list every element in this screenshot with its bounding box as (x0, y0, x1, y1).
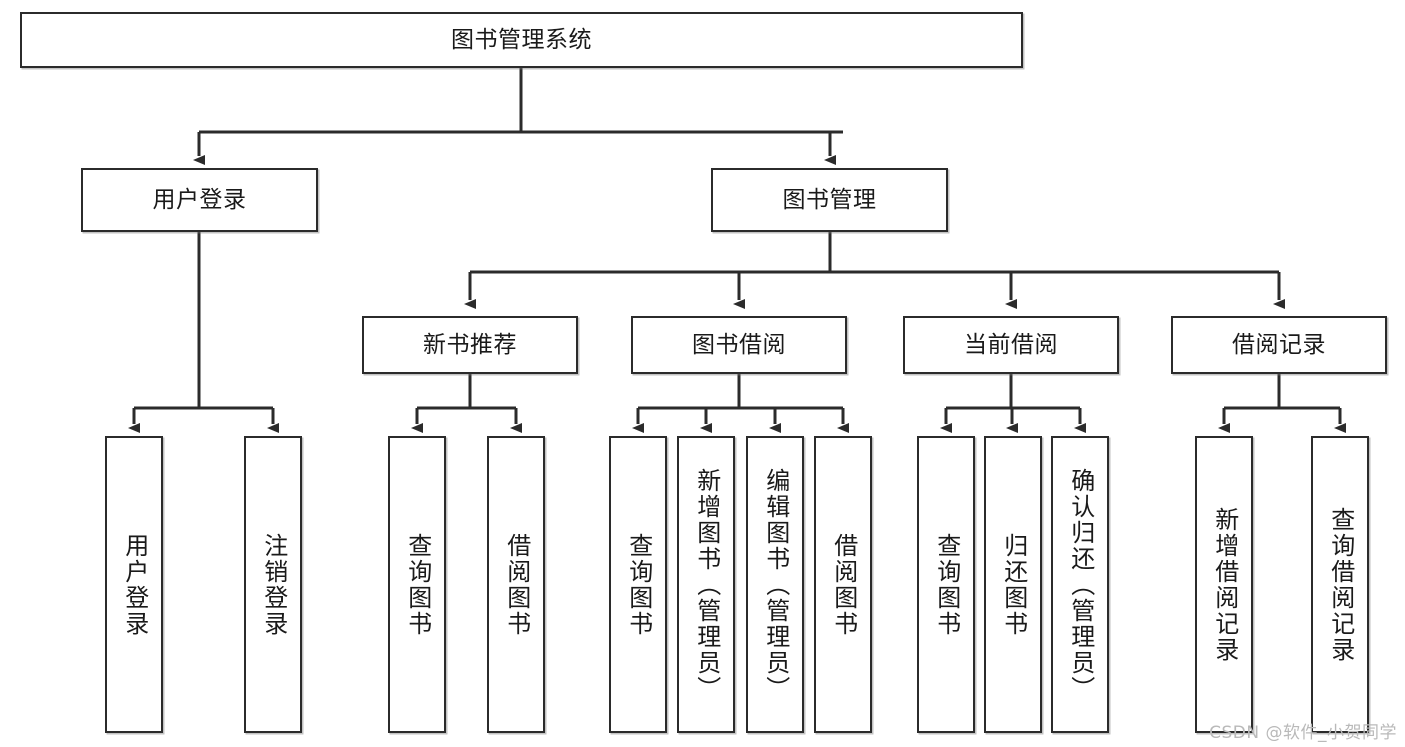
node-root-label: 图书管理系统 (451, 26, 592, 53)
node-user-login-label: 用户登录 (152, 186, 247, 213)
node-book-manage-label: 图书管理 (782, 186, 877, 213)
node-book-borrow: 图书借阅 (631, 316, 847, 374)
leaf-recommend-query-book: 查询图书 (388, 436, 446, 733)
leaf-user-login: 用户登录 (105, 436, 163, 733)
node-current-borrow: 当前借阅 (903, 316, 1119, 374)
leaf-current-query-book: 查询图书 (917, 436, 975, 733)
leaf-record-add-record-label: 新增借阅记录 (1210, 506, 1239, 663)
node-new-book-recommend-label: 新书推荐 (423, 331, 517, 358)
node-borrow-record: 借阅记录 (1171, 316, 1387, 374)
node-new-book-recommend: 新书推荐 (362, 316, 578, 374)
leaf-user-logout: 注销登录 (244, 436, 302, 733)
leaf-record-query-record: 查询借阅记录 (1311, 436, 1369, 733)
node-borrow-record-label: 借阅记录 (1232, 331, 1326, 358)
leaf-borrow-edit-book-label: 编辑图书（管理员） (761, 467, 790, 702)
leaf-borrow-add-book: 新增图书（管理员） (677, 436, 735, 733)
leaf-current-query-book-label: 查询图书 (932, 532, 961, 637)
leaf-recommend-query-book-label: 查询图书 (403, 532, 432, 637)
leaf-record-add-record: 新增借阅记录 (1195, 436, 1253, 733)
leaf-current-return-book-label: 归还图书 (999, 532, 1028, 637)
node-user-login: 用户登录 (81, 168, 318, 232)
leaf-borrow-add-book-label: 新增图书（管理员） (692, 467, 721, 702)
leaf-recommend-borrow-book-label: 借阅图书 (502, 532, 531, 637)
node-book-manage: 图书管理 (711, 168, 948, 232)
node-book-borrow-label: 图书借阅 (692, 331, 786, 358)
leaf-borrow-query-book-label: 查询图书 (624, 532, 653, 637)
leaf-record-query-record-label: 查询借阅记录 (1326, 506, 1355, 663)
leaf-current-confirm-return: 确认归还（管理员） (1051, 436, 1109, 733)
leaf-recommend-borrow-book: 借阅图书 (487, 436, 545, 733)
leaf-user-login-label: 用户登录 (120, 532, 149, 637)
leaf-borrow-query-book: 查询图书 (609, 436, 667, 733)
leaf-borrow-borrow-book: 借阅图书 (814, 436, 872, 733)
leaf-current-return-book: 归还图书 (984, 436, 1042, 733)
leaf-borrow-borrow-book-label: 借阅图书 (829, 532, 858, 637)
leaf-borrow-edit-book: 编辑图书（管理员） (746, 436, 804, 733)
node-root: 图书管理系统 (20, 12, 1023, 68)
node-current-borrow-label: 当前借阅 (964, 331, 1058, 358)
watermark: CSDN @软件_小贺同学 (1209, 723, 1397, 743)
leaf-user-logout-label: 注销登录 (259, 532, 288, 637)
leaf-current-confirm-return-label: 确认归还（管理员） (1066, 467, 1095, 702)
